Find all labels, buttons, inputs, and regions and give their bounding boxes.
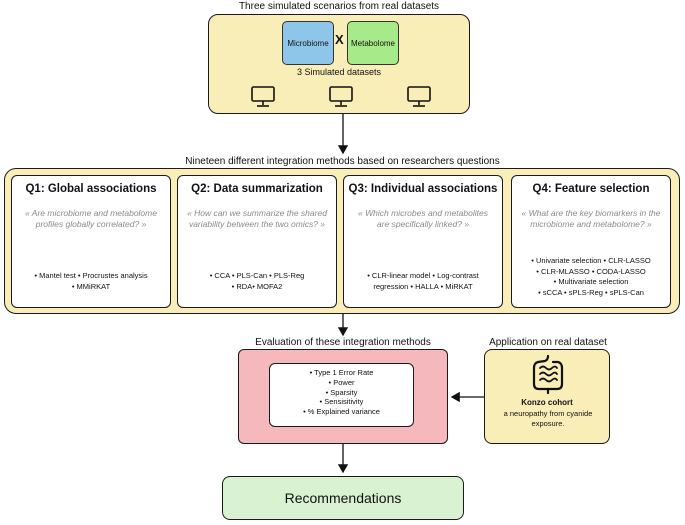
metabolome-box: Metabolome <box>347 21 399 65</box>
metric-item: • Power <box>328 377 355 387</box>
top-caption: Three simulated scenarios from real data… <box>238 1 440 12</box>
cross-symbol: X <box>335 32 344 47</box>
method-line: • Univariate selection • CLR-LASSO <box>531 256 651 265</box>
method-line: • MMiRKAT <box>71 281 111 291</box>
q2-methods: • CCA • PLS-Can • PLS-Reg • RDA• MOFA2 <box>184 271 330 292</box>
q2-title: Q2: Data summarization <box>191 183 323 195</box>
simulated-scenarios-box: Microbiome X Metabolome 3 Simulated data… <box>208 14 470 114</box>
q4-panel: Q4: Feature selection « What are the key… <box>511 175 671 308</box>
recommendations-box: Recommendations <box>222 476 464 520</box>
metric-item: • Sensisitivity <box>319 397 364 407</box>
simulated-datasets-label: 3 Simulated datasets <box>296 67 382 77</box>
q1-question: « Are microbiome and metabolome profiles… <box>25 208 157 230</box>
q4-title: Q4: Feature selection <box>532 183 650 195</box>
q3-methods: • CLR-linear model • Log-contrast regres… <box>350 271 496 292</box>
metrics-list: • Type 1 Error Rate • Power • Sparsity •… <box>269 363 414 427</box>
q3-title: Q3: Individual associations <box>348 183 498 195</box>
application-caption: Application on real dataset <box>489 337 607 348</box>
method-line: • Mantel test • Procrustes analysis <box>34 271 148 280</box>
microbiome-box: Microbiome <box>282 21 334 65</box>
method-line: • sCCA • sPLS-Reg • sPLS-Can <box>538 287 644 297</box>
metric-item: • % Explained variance <box>303 407 380 416</box>
q2-panel: Q2: Data summarization « How can we summ… <box>177 175 337 308</box>
computer-icon <box>329 86 353 107</box>
metric-item: • Type 1 Error Rate <box>309 368 374 377</box>
computer-icon <box>407 86 431 107</box>
method-line: • RDA• MOFA2 <box>231 281 283 291</box>
q1-panel: Q1: Global associations « Are microbiome… <box>11 175 171 308</box>
method-line: • Multivariate selection <box>553 277 629 286</box>
intestine-icon <box>532 354 564 394</box>
q4-methods: • Univariate selection • CLR-LASSO • CLR… <box>518 256 664 298</box>
q1-methods: • Mantel test • Procrustes analysis • MM… <box>18 271 164 292</box>
evaluation-box: • Type 1 Error Rate • Power • Sparsity •… <box>238 349 448 444</box>
cohort-description: a neuropathy from cyanide exposure. <box>503 409 593 428</box>
method-line: • CLR-linear model • Log-contrast <box>367 271 479 280</box>
method-line: regression • HALLA • MiRKAT <box>373 281 473 291</box>
q3-question: « Which microbes and metabolites are spe… <box>358 208 488 230</box>
computer-icon <box>251 86 275 107</box>
methods-caption: Nineteen different integration methods b… <box>185 156 500 167</box>
method-line: • CLR-MLASSO • CODA-LASSO <box>536 266 646 276</box>
method-line: • CCA • PLS-Can • PLS-Reg <box>209 271 305 280</box>
metric-item: • Sparsity <box>325 387 358 397</box>
q2-question: « How can we summarize the shared variab… <box>187 208 327 230</box>
application-box: Konzo cohort a neuropathy from cyanide e… <box>484 349 610 444</box>
cohort-name: Konzo cohort <box>521 398 573 407</box>
q1-title: Q1: Global associations <box>25 183 157 195</box>
evaluation-caption: Evaluation of these integration methods <box>255 337 431 348</box>
q3-panel: Q3: Individual associations « Which micr… <box>343 175 503 308</box>
q4-question: « What are the key biomarkers in the mic… <box>521 208 661 230</box>
